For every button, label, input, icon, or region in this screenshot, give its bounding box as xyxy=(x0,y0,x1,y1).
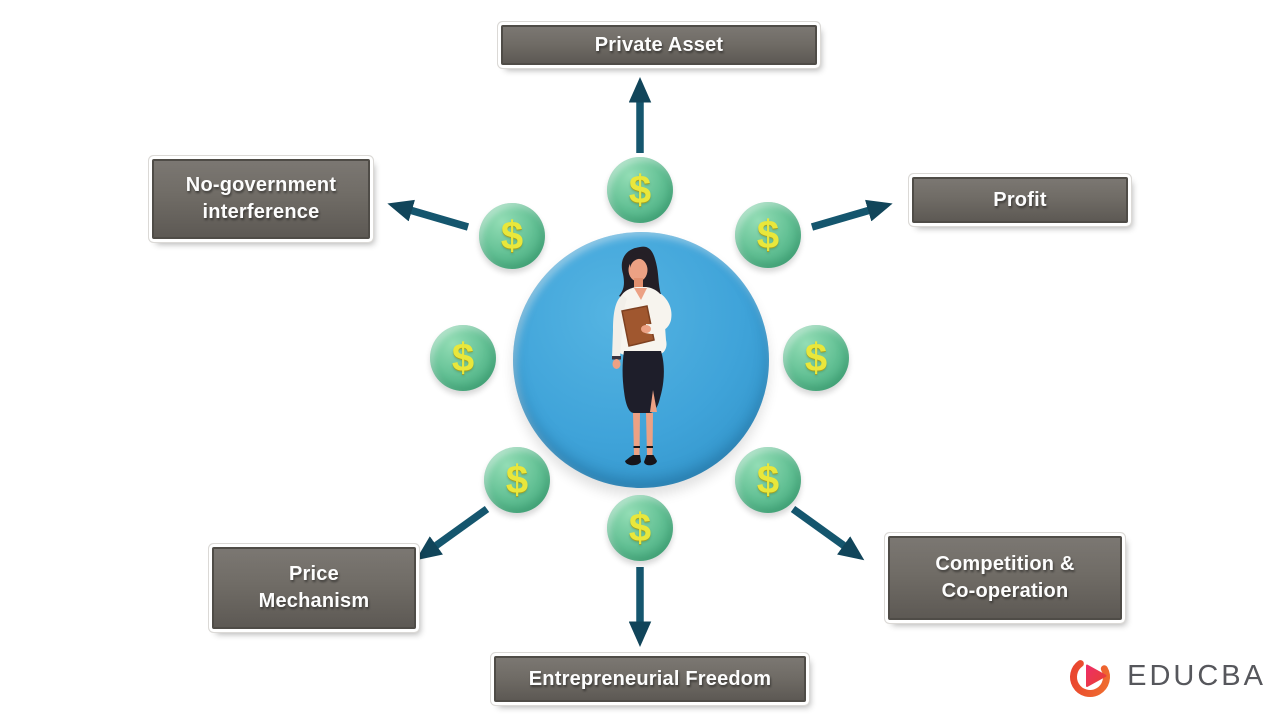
box-competition-cooperation: Competition & Co-operation xyxy=(888,536,1122,620)
dollar-coin: $ xyxy=(783,325,849,391)
box-price-mechanism: Price Mechanism xyxy=(212,547,416,629)
educba-logo: EDUCBA xyxy=(1066,650,1266,702)
arrow-top-left xyxy=(387,199,470,231)
arrow-top-right xyxy=(810,199,893,231)
dollar-coin: $ xyxy=(735,202,801,268)
box-label: Entrepreneurial Freedom xyxy=(528,667,772,690)
dollar-coin: $ xyxy=(607,157,673,223)
box-label: Private Asset xyxy=(594,33,724,56)
box-profit: Profit xyxy=(912,177,1128,223)
dollar-icon: $ xyxy=(500,214,524,258)
dollar-coin: $ xyxy=(735,447,801,513)
box-label: Profit xyxy=(993,188,1047,211)
educba-logo-icon xyxy=(1070,657,1111,697)
arrow-bottom-right xyxy=(790,505,865,561)
box-label: No-government interference xyxy=(185,174,337,223)
arrow-bottom-left xyxy=(415,505,490,561)
box-entrepreneurial-freedom: Entrepreneurial Freedom xyxy=(494,656,806,702)
dollar-coin: $ xyxy=(607,495,673,561)
box-private-asset: Private Asset xyxy=(501,25,817,65)
educba-logo-text: EDUCBA xyxy=(1127,659,1266,692)
dollar-coin: $ xyxy=(484,447,550,513)
dollar-icon: $ xyxy=(628,506,652,550)
dollar-icon: $ xyxy=(451,336,475,380)
dollar-coin: $ xyxy=(479,203,545,269)
dollar-icon: $ xyxy=(804,336,828,380)
dollar-coin: $ xyxy=(430,325,496,391)
box-label: Price Mechanism xyxy=(258,563,370,612)
dollar-icon: $ xyxy=(756,213,780,257)
box-no-government-interference: No-government interference xyxy=(152,159,370,239)
businesswoman-illustration xyxy=(612,246,672,466)
box-label: Competition & Co-operation xyxy=(935,553,1075,602)
dollar-icon: $ xyxy=(756,458,780,502)
dollar-icon: $ xyxy=(505,458,529,502)
dollar-icon: $ xyxy=(628,168,652,212)
